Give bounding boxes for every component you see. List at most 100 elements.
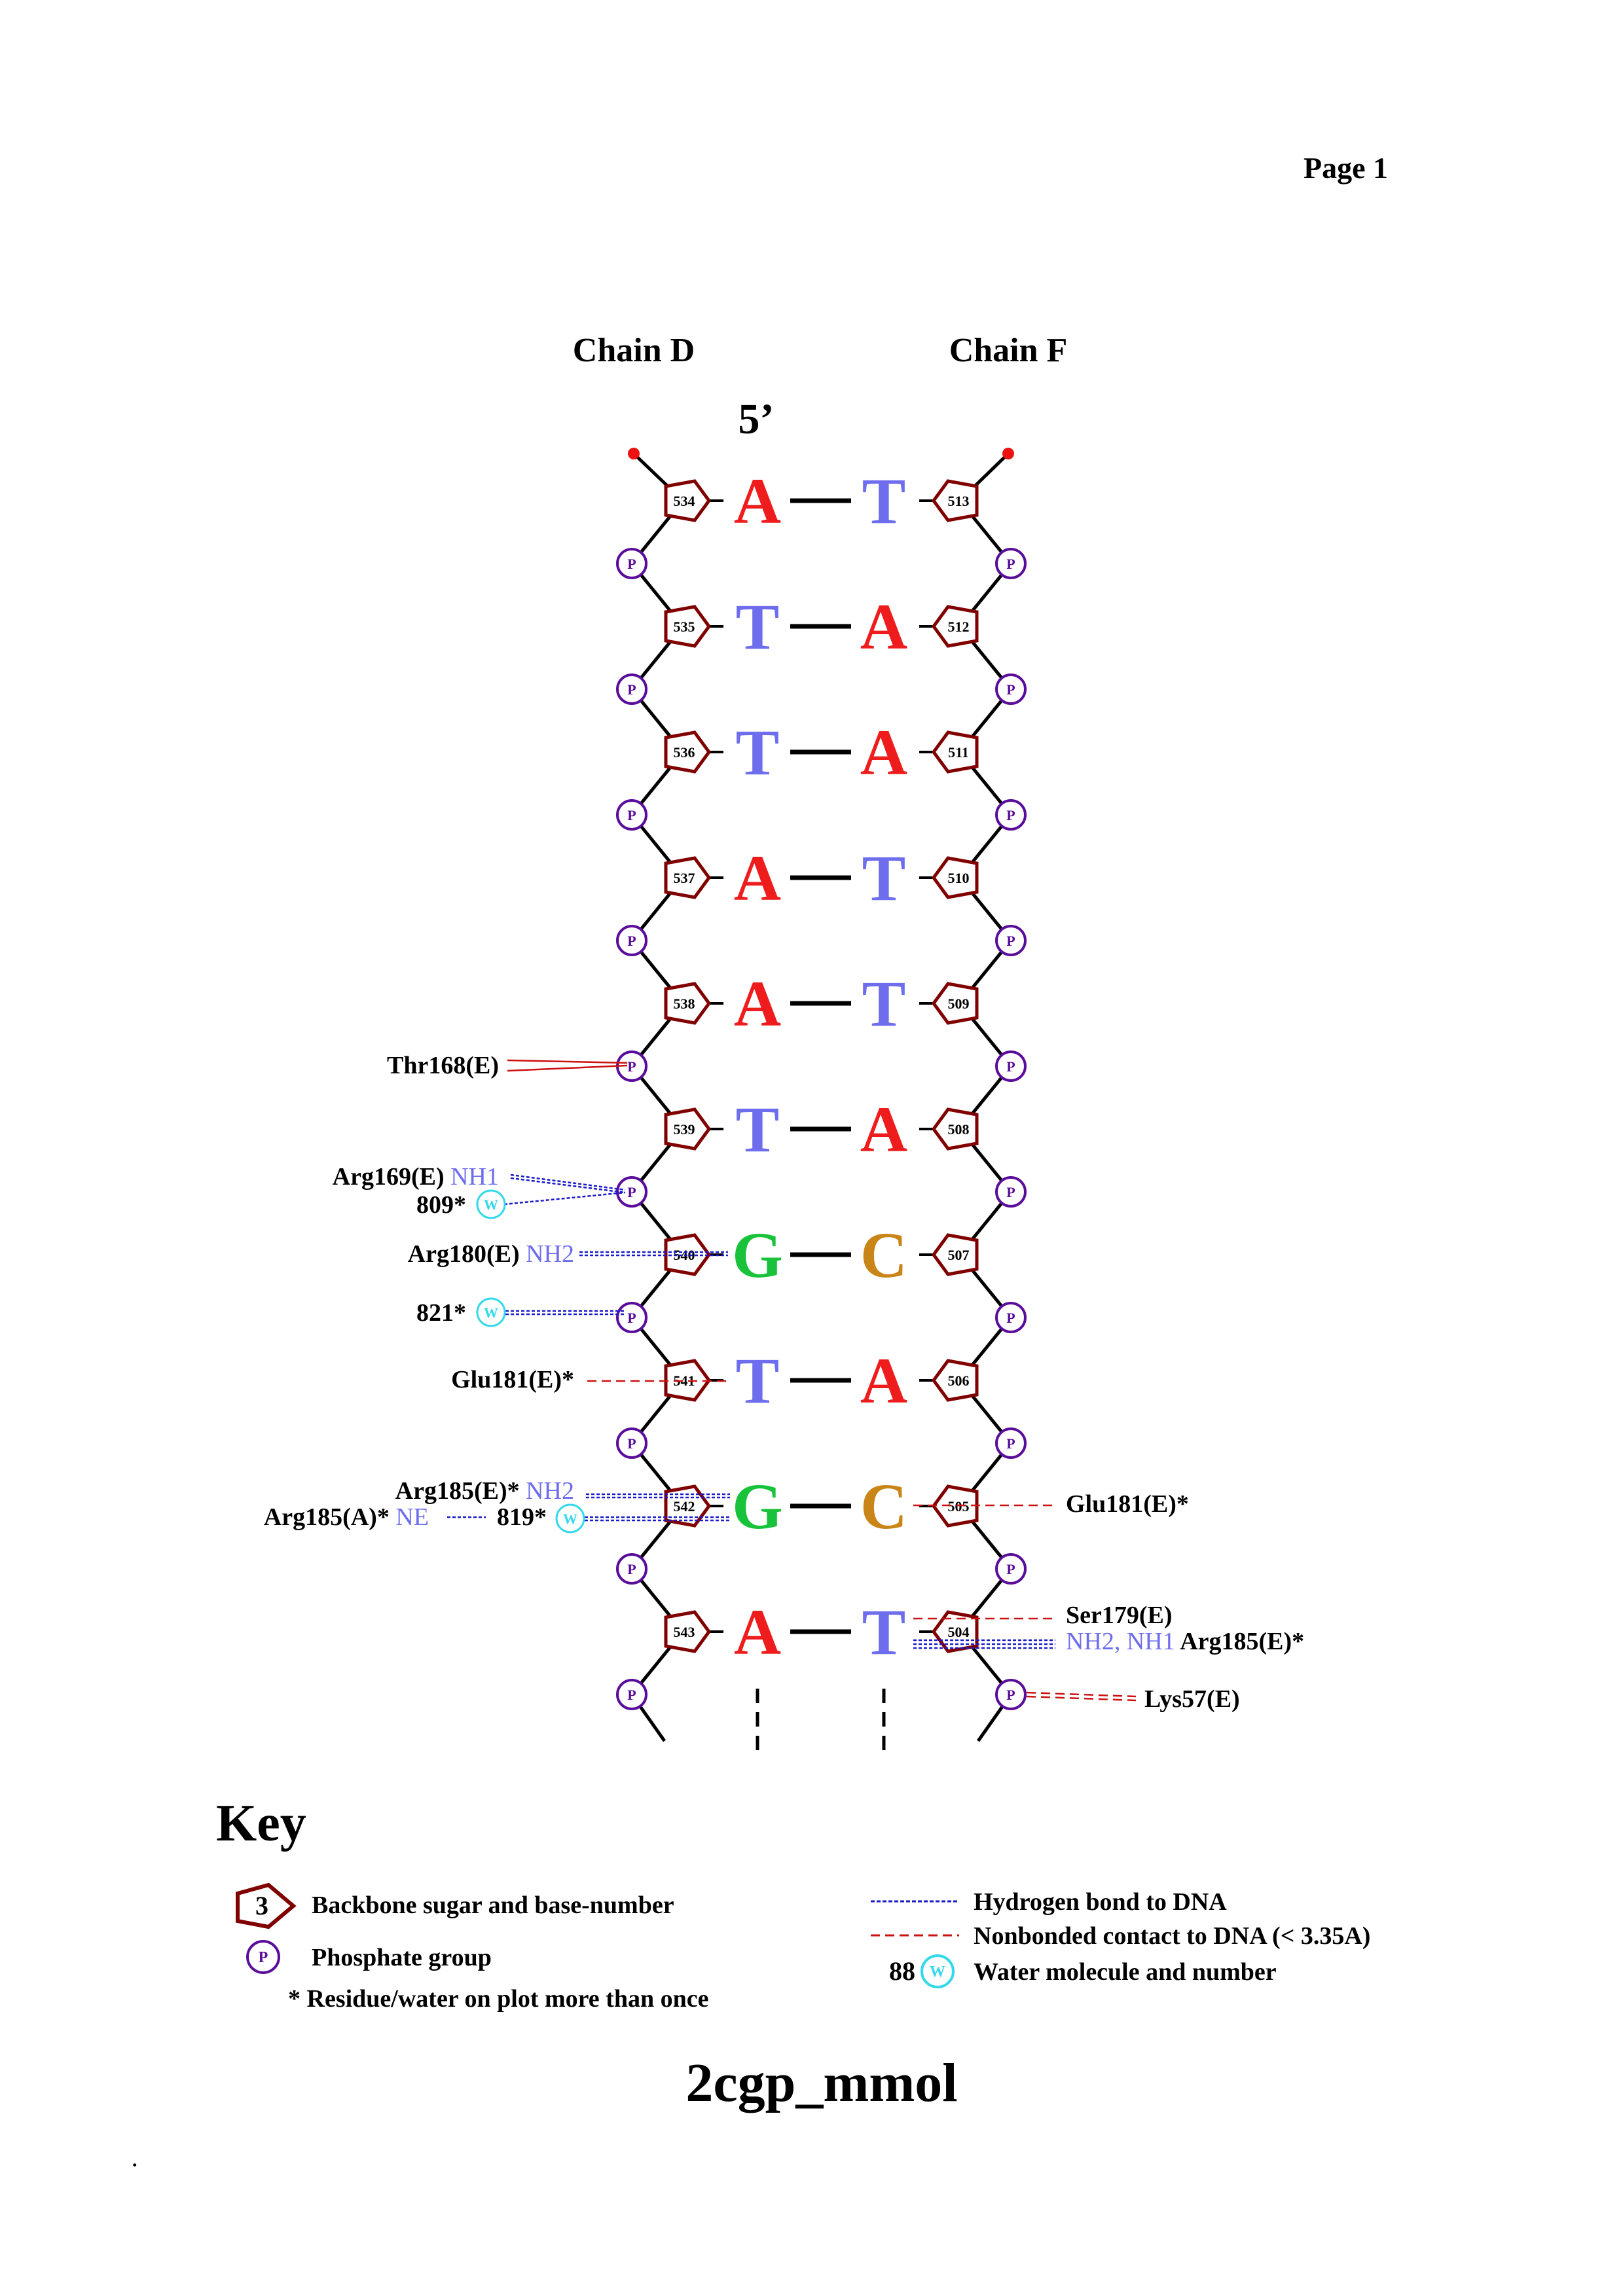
key-hbond-label: Hydrogen bond to DNA (974, 1888, 1227, 1916)
sugar-icon (664, 1107, 712, 1151)
sugar-icon (931, 1610, 979, 1653)
base-right-512: A (860, 590, 907, 663)
residue-label-glu181-right: Glu181(E)* (1066, 1490, 1189, 1518)
base-right-513: T (862, 465, 906, 537)
phosphate-icon (616, 1679, 647, 1710)
sugar-number: 534 (674, 493, 695, 509)
key-phosphate-item: P Phosphate group (246, 1940, 492, 1974)
phosphate-icon (995, 1302, 1027, 1333)
phosphate-left-2: P (616, 799, 647, 831)
phosphate-right-7: P (995, 1427, 1027, 1459)
key-title: Key (216, 1795, 306, 1852)
continuation-dashes (756, 1689, 886, 1754)
sugar-number: 539 (674, 1121, 695, 1138)
space (1175, 1628, 1180, 1655)
phosphate-letter: P (627, 807, 636, 823)
sugar-number: 511 (948, 744, 969, 761)
sugar-icon (664, 1610, 712, 1653)
phosphate-icon (995, 1050, 1027, 1082)
sugar-left-543: 543 (664, 1610, 712, 1653)
phosphate-letter: P (627, 1561, 636, 1577)
phosphate-letter: P (1006, 1058, 1015, 1075)
key-nonbonded-label: Nonbonded contact to DNA (< 3.35A) (974, 1922, 1370, 1950)
key-star-note: * Residue/water on plot more than once (288, 1985, 708, 2013)
atom-name-arg185e-right: NH2, NH1 (1066, 1628, 1175, 1655)
phosphate-icon (995, 1679, 1027, 1710)
phosphate-left-1: P (616, 673, 647, 705)
water-label-821: 821* (416, 1299, 466, 1327)
residue-label-lys57: Lys57(E) (1144, 1685, 1240, 1713)
key-sugar-number: 3 (255, 1891, 268, 1920)
base-right-509: T (862, 967, 906, 1040)
space (520, 1477, 526, 1505)
key-sugar-label: Backbone sugar and base-number (312, 1892, 674, 1919)
sugar-right-509: 509 (931, 982, 979, 1025)
sugar-icon (664, 982, 712, 1025)
phosphate-letter: P (627, 1184, 636, 1200)
phosphate-letter: P (627, 1058, 636, 1075)
base-right-506: A (860, 1344, 907, 1417)
base-right-510: T (862, 842, 906, 914)
sugar-icon (931, 730, 979, 774)
sugar-icon (664, 605, 712, 648)
sugar-icon (931, 1107, 979, 1151)
phosphate-letter: P (1006, 681, 1015, 698)
phosphate-right-1: P (995, 673, 1027, 705)
chain-d-label: Chain D (573, 332, 695, 369)
phosphate-right-3: P (995, 925, 1027, 956)
sugar-icon (664, 730, 712, 774)
sugar-right-506: 506 (931, 1359, 979, 1402)
space (390, 1503, 396, 1531)
phosphate-icon (995, 925, 1027, 956)
sugar-icon (931, 856, 979, 899)
phosphate-letter: P (1006, 1184, 1015, 1200)
sugar-right-513: 513 (931, 479, 979, 522)
atom-name-arg185e-left: NH2 (526, 1477, 574, 1505)
residue-label-glu181-left: Glu181(E)* (451, 1366, 574, 1393)
five-prime-label: 5’ (739, 395, 775, 443)
sugar-number: 542 (674, 1498, 695, 1515)
phosphate-letter: P (1006, 1687, 1015, 1703)
sugar-left-535: 535 (664, 605, 712, 648)
phosphate-left-7: P (616, 1427, 647, 1459)
sugar-icon (931, 479, 979, 522)
base-right-511: A (860, 716, 907, 789)
phosphate-icon (616, 1553, 647, 1585)
sugar-icon (236, 1882, 297, 1929)
chain-f-label: Chain F (949, 332, 1068, 369)
phosphate-right-0: P (995, 548, 1027, 579)
water-markers: W W W (476, 1189, 585, 1534)
sugar-number: 535 (674, 619, 695, 635)
residue-label-thr168: Thr168(E) (387, 1052, 499, 1079)
base-left-538: A (734, 967, 781, 1040)
base-left-540: G (732, 1219, 783, 1291)
nonbonded-line-lys57-a (1026, 1691, 1137, 1698)
water-icon-letter: W (563, 1511, 577, 1527)
base-left-541: T (736, 1344, 780, 1417)
sugar-right-510: 510 (931, 856, 979, 899)
phosphate-icon (995, 1427, 1027, 1459)
key-nonbonded-item: Nonbonded contact to DNA (< 3.35A) (871, 1922, 1370, 1950)
sugar-icon (664, 1359, 712, 1402)
phosphate-icon (616, 1302, 647, 1333)
corner-mark: . (132, 2149, 137, 2171)
residue-name-arg185e-left: Arg185(E)* (395, 1477, 520, 1505)
phosphate-letter: P (1006, 1435, 1015, 1452)
phosphate-icon (246, 1940, 280, 1974)
page-label: Page 1 (1304, 151, 1388, 185)
phosphate-right-2: P (995, 799, 1027, 831)
phosphate-icon (616, 925, 647, 956)
residue-name-arg169: Arg169(E) (333, 1163, 445, 1191)
phosphate-letter: P (627, 1687, 636, 1703)
base-right-504: T (862, 1596, 906, 1668)
phosphate-icon (995, 799, 1027, 831)
key-sugar-item: 3 Backbone sugar and base-number (236, 1882, 674, 1929)
base-left-535: T (736, 590, 780, 663)
residue-label-ser179: Ser179(E) (1066, 1602, 1173, 1629)
water-icon (921, 1954, 955, 1988)
sugar-left-539: 539 (664, 1107, 712, 1151)
nonbonded-line-lys57-b (1026, 1695, 1137, 1702)
phosphate-icon (616, 673, 647, 705)
phosphate-left-9: P (616, 1679, 647, 1710)
